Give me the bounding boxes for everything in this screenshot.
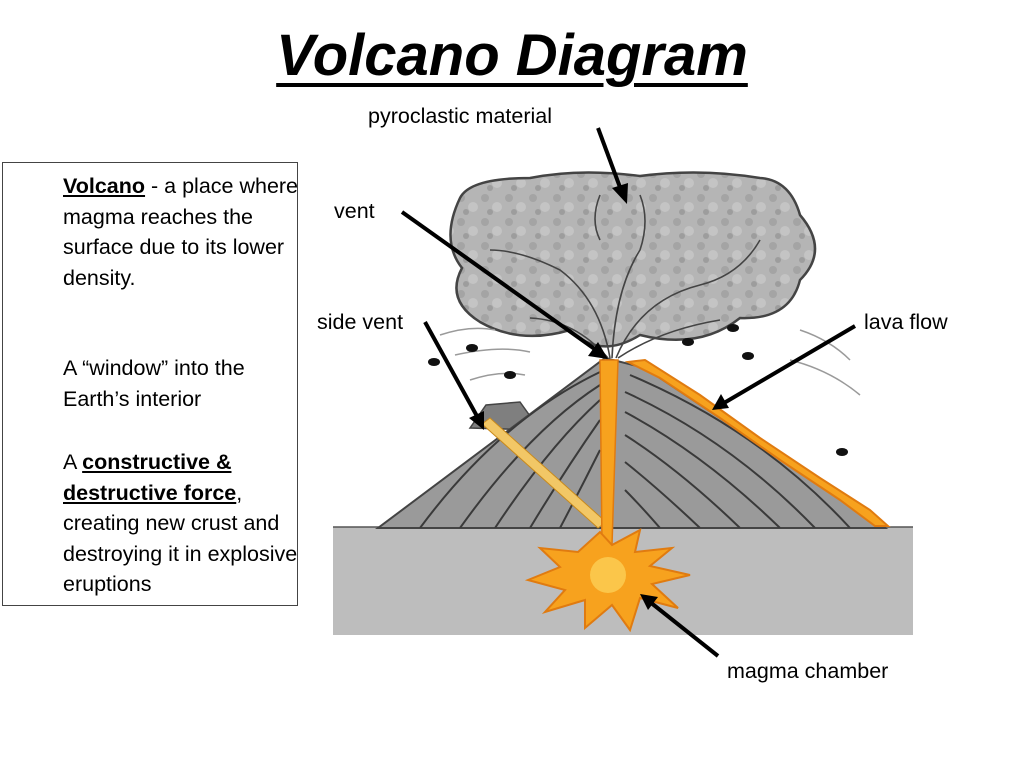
side-vent-arrow [423, 321, 480, 419]
ejecta-bomb [682, 338, 694, 346]
volcano-cone [374, 356, 889, 529]
ash-cloud [449, 171, 817, 348]
force-paragraph: A constructive & destructive force, crea… [63, 447, 299, 600]
magma-chamber-arrow [648, 600, 720, 658]
side-vent-arrowhead [469, 411, 484, 430]
lava-flow-arrow [722, 324, 857, 405]
label-pyroclastic-material: pyroclastic material [368, 104, 552, 128]
label-lava-flow: lava flow [864, 310, 948, 334]
ejecta-bomb [466, 344, 478, 352]
magma-highlight [590, 557, 626, 593]
pyroclastic-arrow [596, 127, 623, 191]
definition-text: - a place where magma reaches the surfac… [63, 174, 299, 290]
lava-flow-arrowhead [712, 394, 729, 410]
definition-term: Volcano [63, 174, 146, 198]
ejecta-bombs [428, 324, 848, 456]
label-vent: vent [334, 199, 375, 223]
force-prefix: A [63, 450, 83, 474]
window-text: A “window” into the Earth’s interior [63, 356, 245, 411]
ejecta-bomb [428, 358, 440, 366]
lava-flow-stream [624, 358, 891, 527]
page-title: Volcano Diagram [276, 23, 748, 88]
ejecta-bomb [504, 371, 516, 379]
ejecta-bomb [836, 448, 848, 456]
definition-paragraph: Volcano - a place where magma reaches th… [63, 171, 299, 293]
force-text: , creating new crust and destroying it i… [63, 480, 298, 597]
label-arrows [400, 127, 857, 658]
force-term: constructive & destructive force [63, 450, 237, 505]
definition-box: Volcano - a place where magma reaches th… [2, 162, 298, 606]
pyroclastic-arrowhead [612, 183, 628, 204]
rock-strata [419, 371, 851, 528]
magma-chamber-arrowhead [640, 594, 658, 610]
vent-arrow [400, 210, 598, 352]
ejecta-bomb [727, 324, 739, 332]
vent-arrowhead [588, 342, 608, 359]
label-side-vent: side vent [317, 310, 404, 334]
label-magma-chamber: magma chamber [727, 659, 889, 683]
ejecta-bomb [742, 352, 754, 360]
window-paragraph: A “window” into the Earth’s interior [63, 353, 299, 414]
